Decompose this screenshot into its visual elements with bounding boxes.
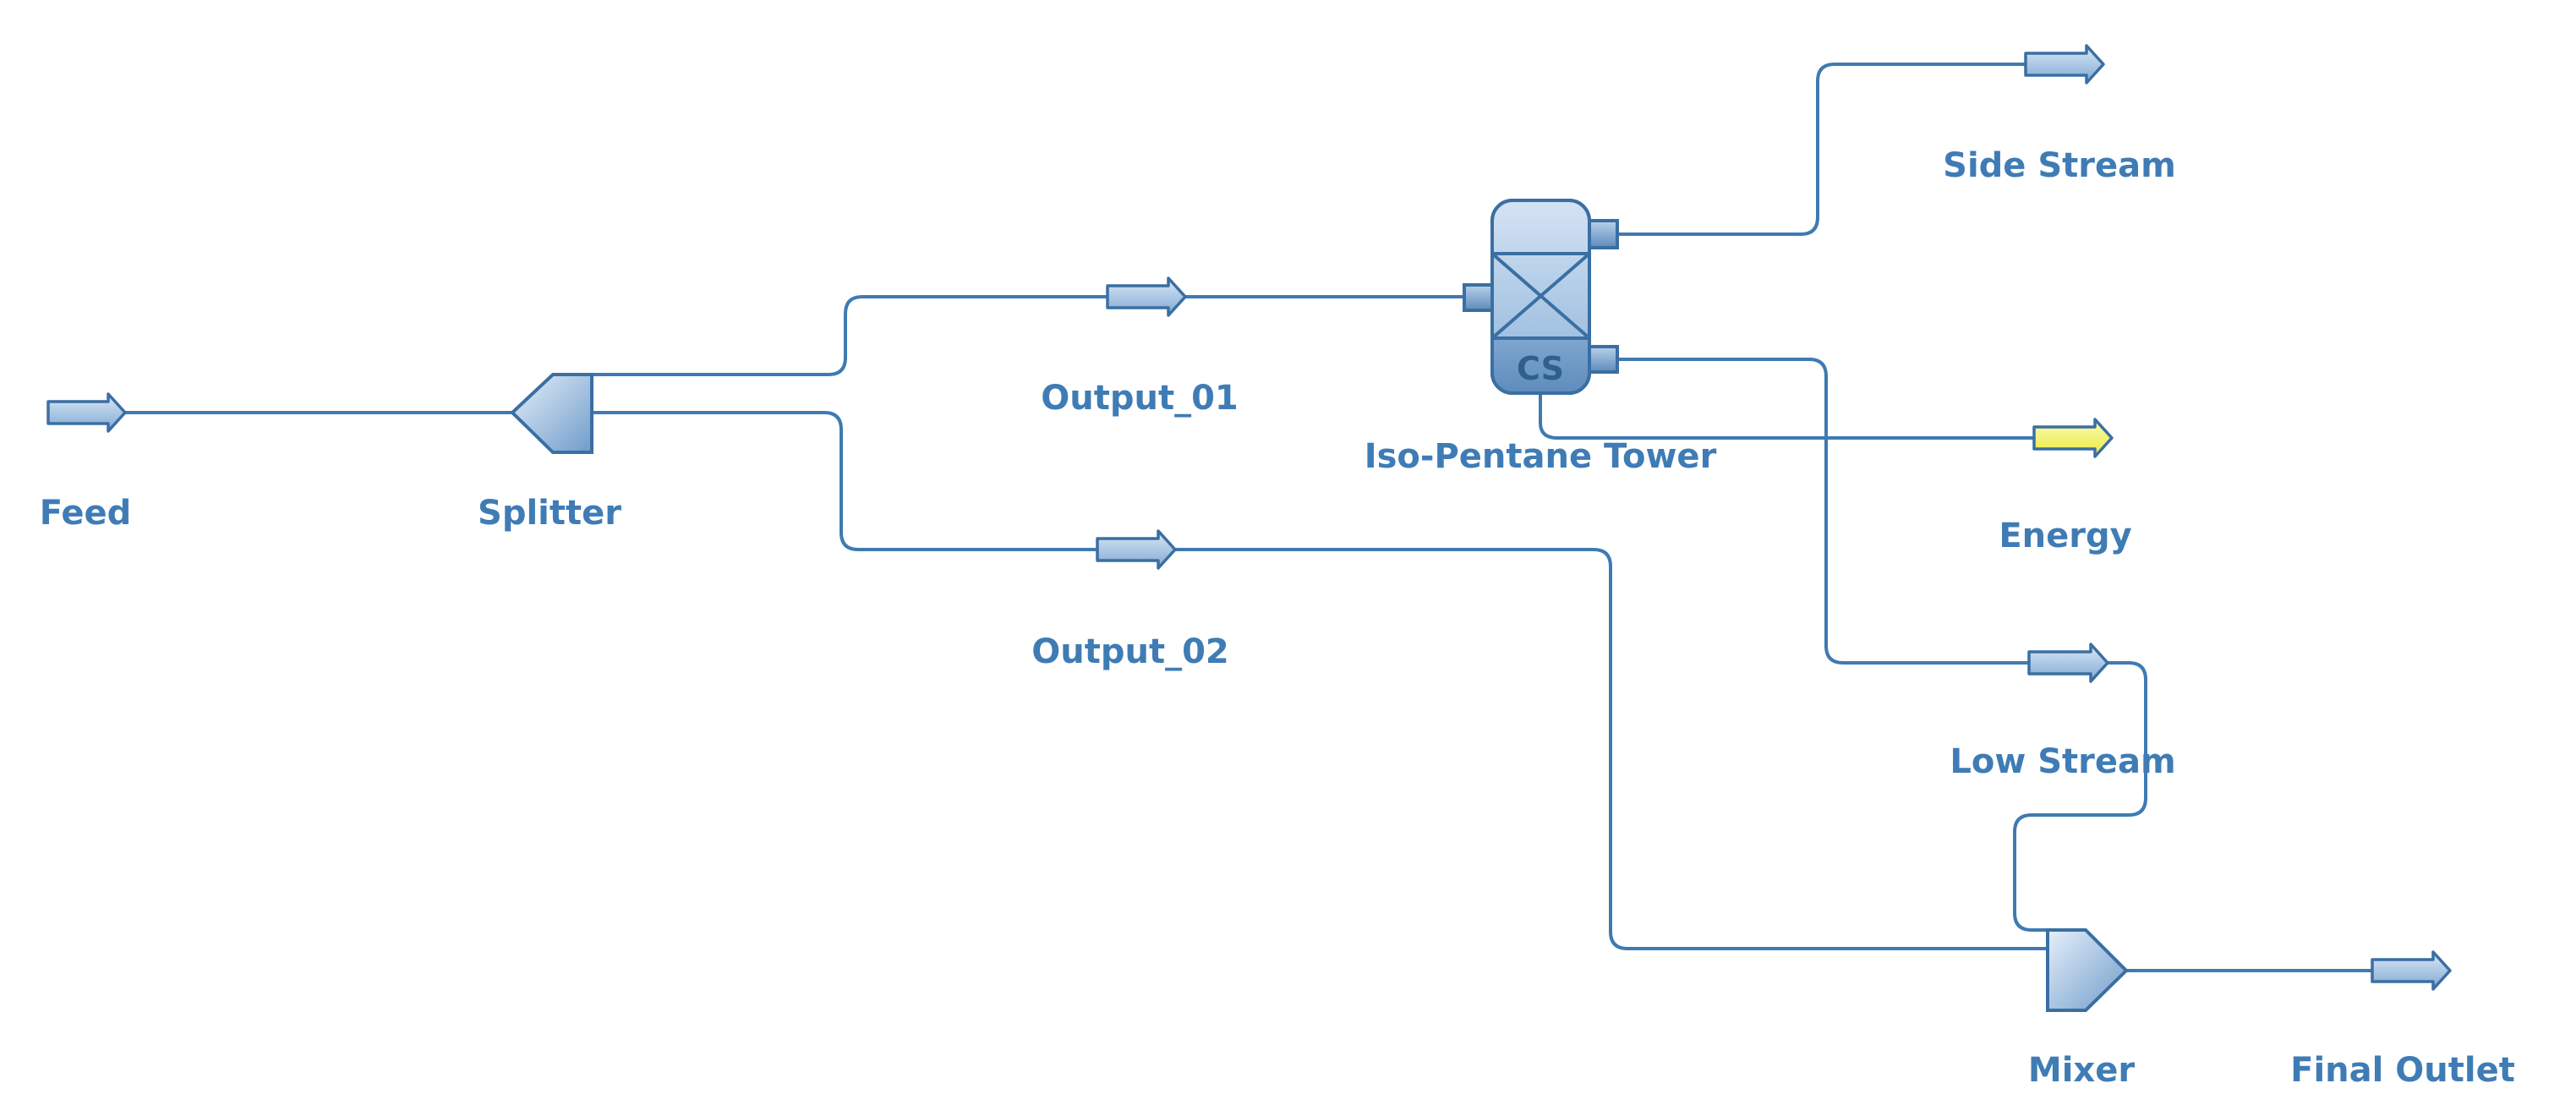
stream-feed[interactable] (46, 392, 127, 433)
final-outlet-label: Final Outlet (2290, 1051, 2515, 1090)
output-02-label: Output_02 (1031, 632, 1229, 671)
energy-label: Energy (1999, 517, 2131, 555)
feed-label: Feed (40, 494, 132, 533)
labels: Feed Splitter Output_01 Output_02 Iso-Pe… (40, 146, 2515, 1090)
stream-low-stream[interactable] (2027, 643, 2109, 683)
connection-lines (123, 63, 2374, 972)
pipe-low-stream-to-mixer[interactable] (2013, 661, 2147, 932)
tower-top-nozzle (1588, 219, 1619, 249)
low-stream-label: Low Stream (1950, 742, 2175, 781)
unit-iso-pentane-tower[interactable]: CS (1463, 199, 1619, 395)
stream-output-02[interactable] (1096, 529, 1177, 570)
stream-energy[interactable] (2032, 418, 2114, 458)
material-stream-arrow-icon (1096, 529, 1177, 570)
material-stream-arrow-icon (1106, 276, 1187, 317)
stream-side-stream[interactable] (2024, 44, 2105, 85)
material-stream-arrow-icon (2027, 643, 2109, 683)
unit-splitter[interactable] (510, 373, 593, 454)
splitter-icon (510, 373, 593, 454)
stream-output-01[interactable] (1106, 276, 1187, 317)
pipe-tower-to-low-stream[interactable] (1616, 358, 2031, 665)
material-stream-arrow-icon (2371, 950, 2452, 991)
tower-badge: CS (1517, 350, 1564, 387)
pipe-tower-to-energy[interactable] (1539, 391, 2036, 440)
pipe-splitter-to-output-01[interactable] (590, 295, 1109, 376)
unit-mixer[interactable] (2046, 928, 2129, 1012)
tower-bottom-nozzle (1588, 345, 1619, 374)
splitter-label: Splitter (478, 494, 621, 533)
mixer-label: Mixer (2028, 1051, 2135, 1090)
energy-stream-arrow-icon (2032, 418, 2114, 458)
pipe-tower-to-side-stream[interactable] (1616, 63, 2027, 236)
output-01-label: Output_01 (1041, 379, 1239, 418)
mixer-icon (2046, 928, 2129, 1012)
side-stream-label: Side Stream (1943, 146, 2176, 185)
stream-final-outlet[interactable] (2371, 950, 2452, 991)
tower-feed-nozzle (1463, 283, 1494, 312)
pipe-splitter-to-output-02[interactable] (590, 411, 1099, 551)
tower-label: Iso-Pentane Tower (1365, 437, 1717, 476)
material-stream-arrow-icon (46, 392, 127, 433)
column-icon (1490, 199, 1591, 395)
pipe-output-02-to-mixer[interactable] (1173, 548, 2049, 950)
material-stream-arrow-icon (2024, 44, 2105, 85)
